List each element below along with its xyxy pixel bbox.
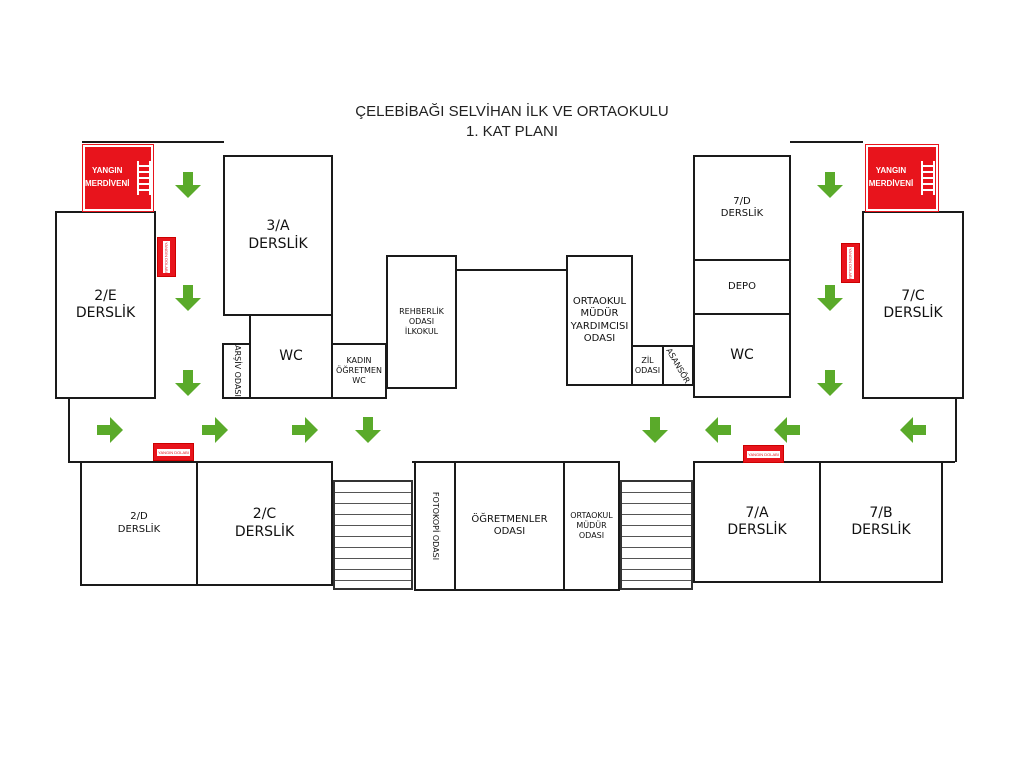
room-label: ARŞİV ODASI (232, 345, 242, 397)
room-fotokopi: FOTOKOPİ ODASI (414, 461, 456, 591)
wall (456, 269, 567, 271)
fire-cabinet-label: YANGIN DOLABI (847, 246, 854, 280)
fire-escape-right: YANGIN MERDİVENİ (865, 144, 939, 212)
room-ortaokul-mudur: ORTAOKUL MÜDÜR ODASI (563, 461, 620, 591)
plan-title: ÇELEBİBAĞI SELVİHAN İLK VE ORTAOKULU (355, 103, 669, 120)
room-7d: 7/D DERSLİK (693, 155, 791, 261)
staircase-left (333, 480, 413, 590)
room-7c: 7/C DERSLİK (862, 211, 964, 399)
room-2e: 2/E DERSLİK (55, 211, 156, 399)
room-depo: DEPO (693, 259, 791, 315)
staircase-right (620, 480, 693, 590)
wall (82, 141, 224, 143)
fire-escape-label: YANGIN MERDİVENİ (85, 166, 130, 188)
room-3a: 3/A DERSLİK (223, 155, 333, 316)
fire-cabinet-icon: YANGIN DOLABI (153, 443, 194, 461)
room-arsiv: ARŞİV ODASI (222, 343, 251, 399)
fire-escape-left: YANGIN MERDİVENİ (82, 144, 154, 212)
fire-escape-label: YANGIN MERDİVENİ (868, 166, 914, 188)
room-wc-left: WC (249, 314, 333, 399)
fire-cabinet-icon: YANGIN DOLABI (157, 237, 176, 277)
room-mudur-yardimcisi: ORTAOKUL MÜDÜR YARDIMCISI ODASI (566, 255, 633, 386)
fire-cabinet-icon: YANGIN DOLABI (743, 445, 784, 463)
room-7b: 7/B DERSLİK (819, 461, 943, 583)
wall (955, 398, 957, 462)
room-2d: 2/D DERSLİK (80, 461, 198, 586)
room-label: ASANSÖR (664, 346, 693, 385)
wall (790, 141, 863, 143)
fire-cabinet-label: YANGIN DOLABI (163, 240, 170, 274)
room-rehberlik: REHBERLİK ODASI İLKOKUL (386, 255, 457, 389)
room-2c: 2/C DERSLİK (196, 461, 333, 586)
ladder-icon (137, 161, 151, 195)
room-kadin-wc: KADIN ÖĞRETMEN WC (331, 343, 387, 399)
wall (68, 398, 70, 462)
room-zil: ZİL ODASI (631, 345, 664, 386)
room-7a: 7/A DERSLİK (693, 461, 821, 583)
ladder-icon (921, 161, 936, 195)
plan-subtitle: 1. KAT PLANI (466, 123, 558, 140)
fire-cabinet-label: YANGIN DOLABI (747, 450, 780, 458)
fire-cabinet-icon: YANGIN DOLABI (841, 243, 860, 283)
room-wc-right: WC (693, 313, 791, 398)
fire-cabinet-label: YANGIN DOLABI (157, 448, 190, 456)
room-asansor: ASANSÖR (662, 345, 694, 386)
room-label: FOTOKOPİ ODASI (431, 491, 441, 561)
room-ogretmenler: ÖĞRETMENLER ODASI (454, 461, 565, 591)
